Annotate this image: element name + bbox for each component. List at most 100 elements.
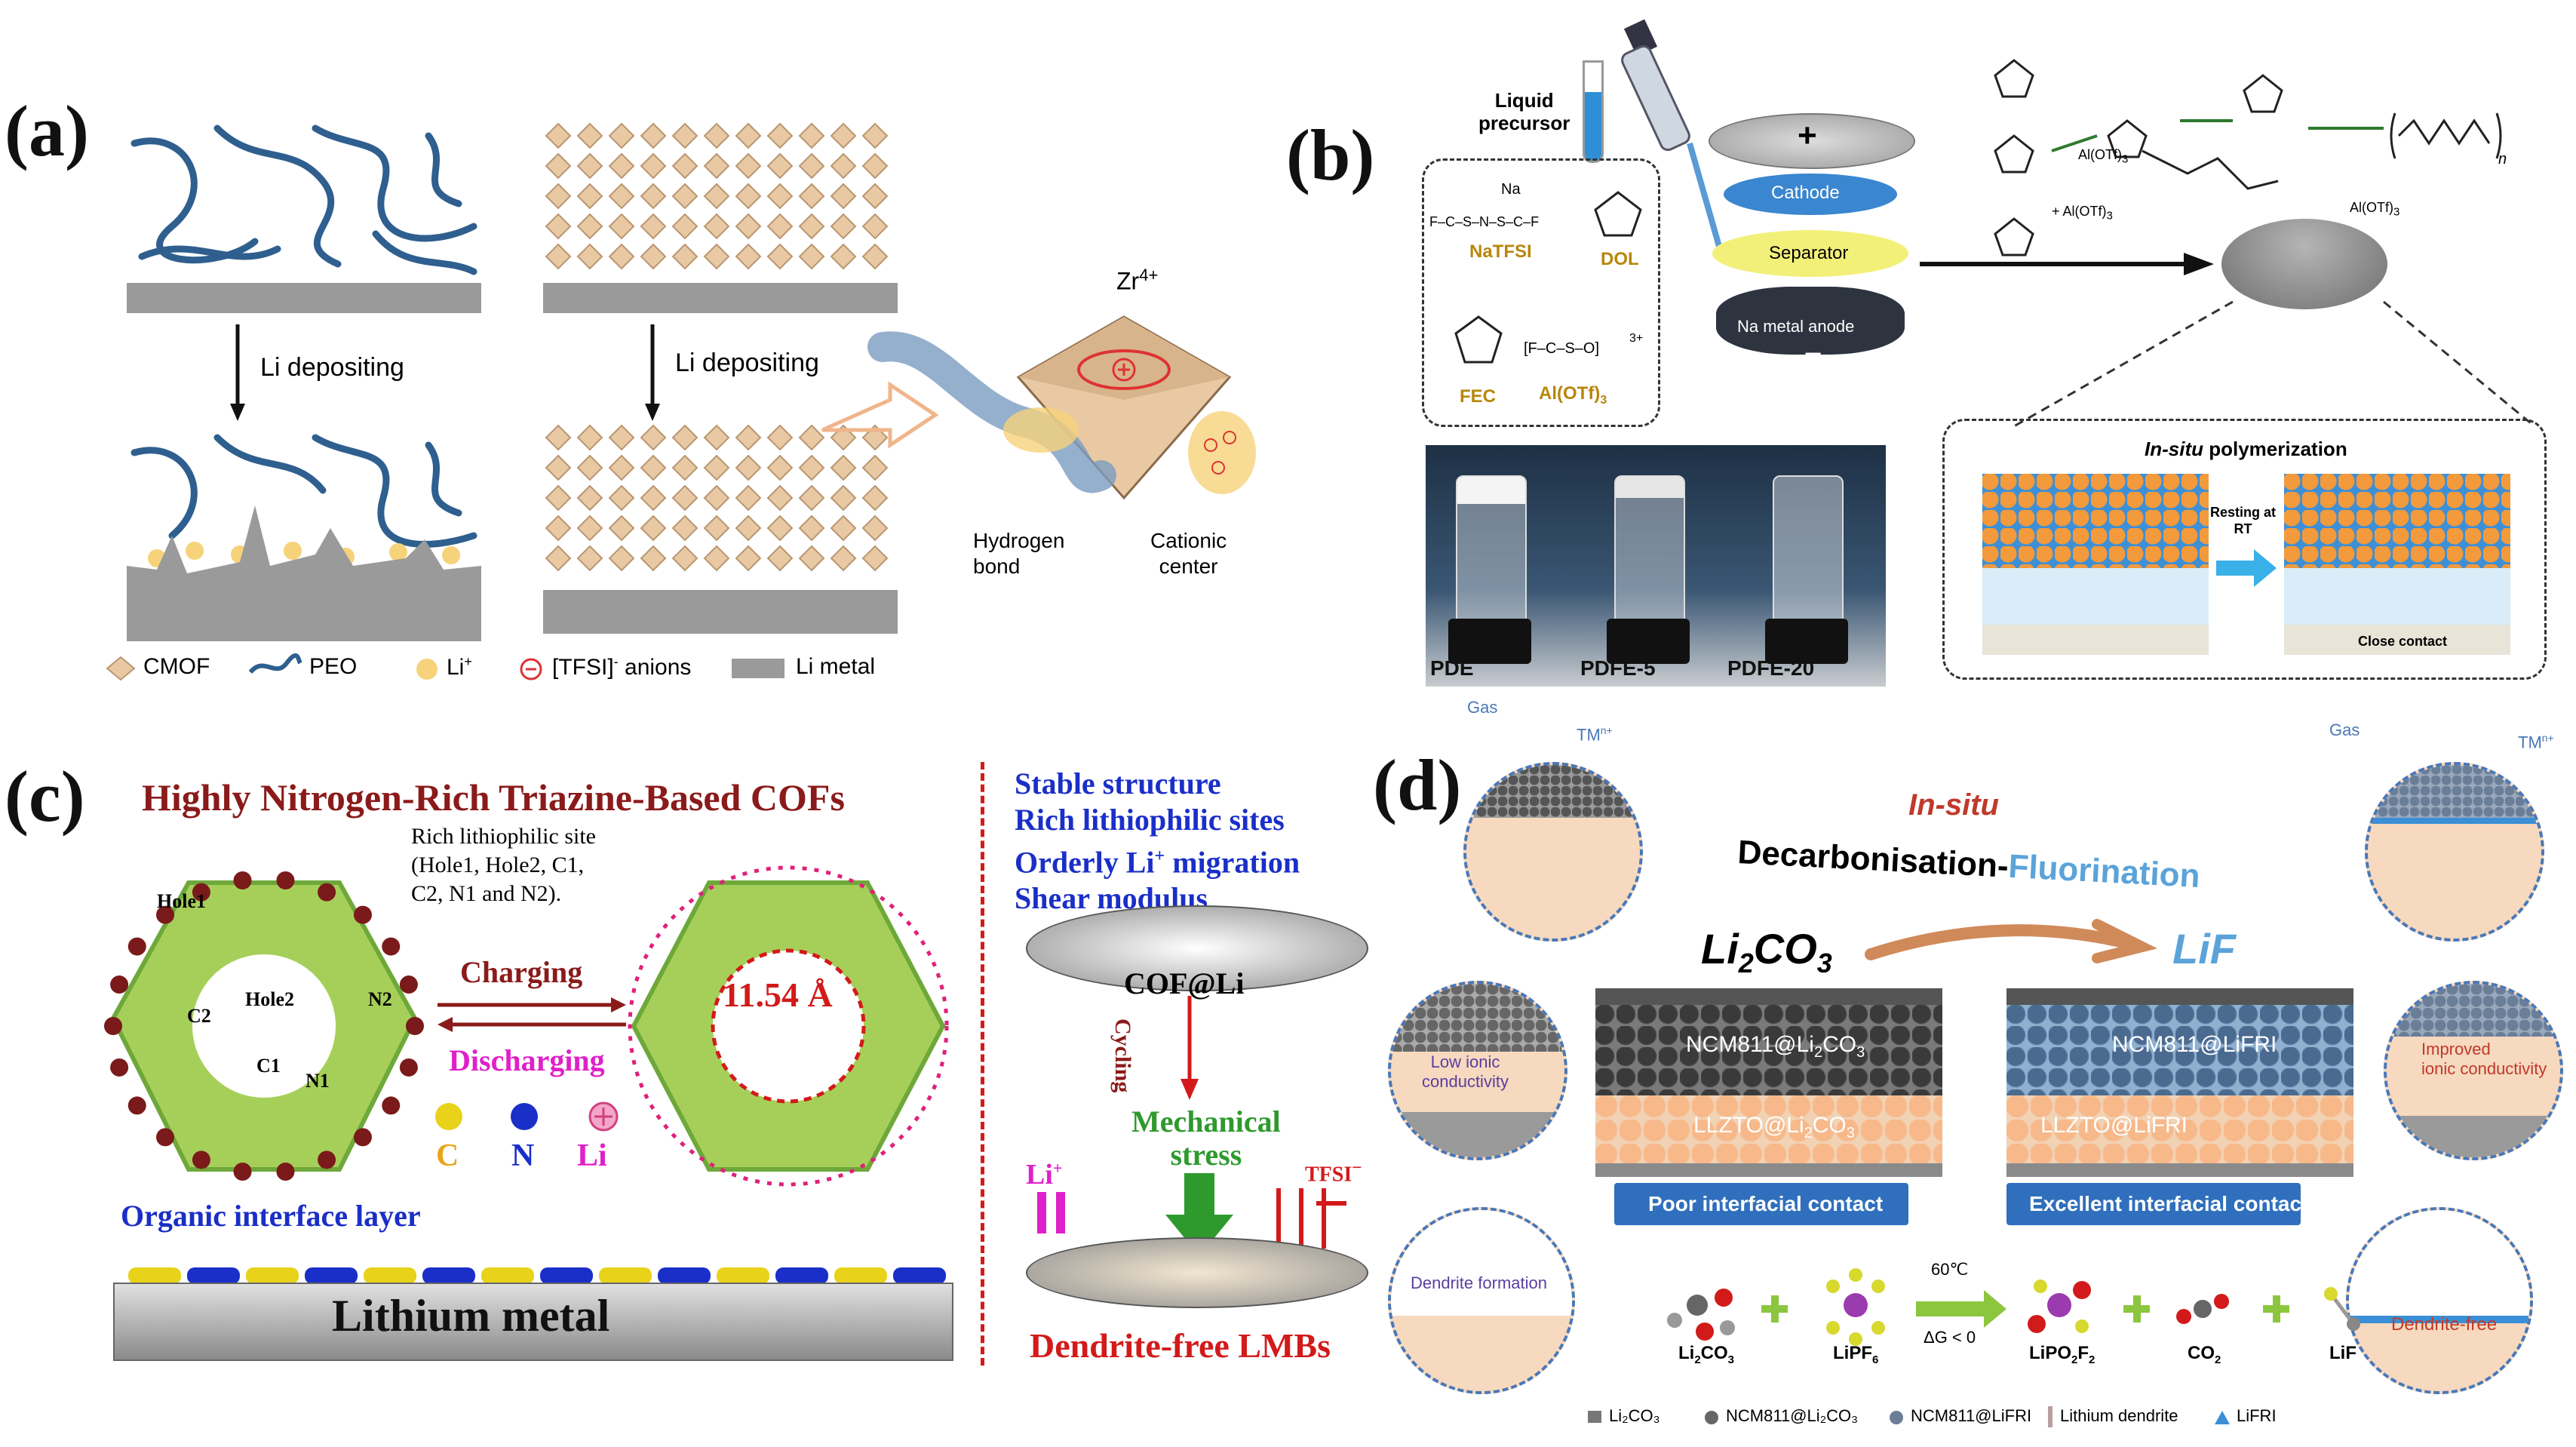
dendrite-free-label-d: Dendrite-free <box>2391 1314 2498 1335</box>
cmof-unit <box>830 122 857 149</box>
cmof-unit <box>671 454 698 481</box>
li-depositing-label-2: Li depositing <box>675 349 819 377</box>
interface-molecule <box>128 1267 181 1284</box>
cmof-unit <box>861 515 889 542</box>
anion-dot <box>192 883 210 902</box>
cmof-unit <box>640 122 667 149</box>
cmof-unit <box>735 213 762 240</box>
anode-minus: − <box>1804 338 1822 371</box>
cmof-unit <box>640 454 667 481</box>
cmof-unit <box>861 545 889 572</box>
organic-interface-label: Organic interface layer <box>121 1199 421 1233</box>
cmof-unit <box>608 545 635 572</box>
legend-ncm-lifri-icon <box>1890 1411 1903 1424</box>
cmof-unit <box>640 152 667 180</box>
conversion-arrow <box>1865 919 2158 963</box>
cmof-unit <box>671 424 698 451</box>
degraded-cathode-surface <box>1466 765 1640 818</box>
cmof-unit <box>735 515 762 542</box>
fec-structure <box>1454 315 1503 364</box>
lithium-metal-slab <box>113 1283 953 1361</box>
cmof-unit <box>545 243 572 270</box>
lithiophilic-sites-text: Rich lithiophilic site(Hole1, Hole2, C1,… <box>411 824 596 906</box>
li-metal-legend-icon <box>732 659 784 678</box>
polymer-electrolyte-disc <box>2221 219 2387 309</box>
dendrite-free-circle-top <box>2349 1210 2530 1316</box>
cathode-particles-before <box>1982 474 2209 568</box>
cmof-unit <box>671 152 698 180</box>
cmof-unit <box>798 484 825 512</box>
interface-molecule <box>305 1267 358 1284</box>
pore-size-label: 11.54 Å <box>723 975 833 1014</box>
product-lipo2f2: LiPO2F2 <box>2029 1343 2095 1366</box>
product-co2: CO2 <box>2188 1343 2221 1366</box>
after-resting-scheme <box>2284 474 2510 655</box>
cmof-unit <box>608 183 635 210</box>
cmof-unit <box>545 545 572 572</box>
legend-dendrite: Lithium dendrite <box>2060 1406 2178 1425</box>
anion-dot <box>318 883 336 902</box>
cmof-unit <box>798 152 825 180</box>
anion-dot <box>233 871 252 889</box>
anion-legend-icon <box>520 658 542 680</box>
anode-before <box>1982 625 2209 655</box>
pipette-icon <box>1621 19 1723 250</box>
cmof-unit <box>830 243 857 270</box>
legend-ncm-li2co3-icon <box>1705 1411 1718 1424</box>
aloft-label: Al(OTf)3 <box>1539 383 1607 407</box>
reaction-structures <box>1994 59 2502 257</box>
anion-dot <box>156 905 175 924</box>
left-cathode-layer <box>1595 1005 1942 1095</box>
vial-label-pdfe20: PDFE-20 <box>1727 656 1815 680</box>
cmof-unit <box>545 515 572 542</box>
svg-text:[F–C–S–O]: [F–C–S–O] <box>1524 340 1599 357</box>
cmof-unit <box>576 213 603 240</box>
cmof-unit <box>798 243 825 270</box>
right-llzto-layer <box>2006 1095 2353 1163</box>
cmof-unit <box>766 243 794 270</box>
insitu-title: In-situ polymerization <box>2145 438 2347 460</box>
decarb-fluor-label: Decarbonisation-Fluorination <box>1736 834 2201 896</box>
cmof-unit <box>798 545 825 572</box>
hole1-label: Hole1 <box>157 890 206 912</box>
cycling-arrow <box>1181 996 1199 1100</box>
aloft-structure: [F–C–S–O] <box>1524 340 1599 357</box>
dendrite-free-lmbs-label: Dendrite-free LMBs <box>1030 1326 1331 1365</box>
cmof-unit <box>671 122 698 149</box>
zr-octahedron <box>1016 315 1232 500</box>
interface-molecule <box>481 1267 534 1284</box>
poor-contact-label: Poor interfacial contact <box>1648 1192 1884 1215</box>
natfsi-structure: F–C–S–N–S–C–F <box>1429 214 1539 229</box>
cmof-unit <box>671 183 698 210</box>
cof-structure-left <box>104 871 424 1181</box>
reaction-n: n <box>2498 151 2507 167</box>
anion-dot <box>276 1163 295 1181</box>
anion-dot <box>104 1017 122 1035</box>
cmof-unit <box>576 243 603 270</box>
process-arrow <box>1920 253 2214 275</box>
cmof-unit <box>830 545 857 572</box>
li-ion-legend-icon <box>416 659 438 680</box>
cmof-unit <box>861 243 889 270</box>
cmof-unit <box>861 484 889 512</box>
cmof-unit <box>576 545 603 572</box>
chem-na: Na <box>1501 181 1521 198</box>
cmof-unit <box>798 515 825 542</box>
protected-cathode-circle <box>2365 762 2544 942</box>
cmof-unit <box>830 515 857 542</box>
cmof-unit <box>703 243 730 270</box>
cmof-unit <box>545 484 572 512</box>
atom-legend-li <box>588 1101 619 1132</box>
cmof-unit <box>545 122 572 149</box>
cmof-unit <box>703 484 730 512</box>
cap-plus: + <box>1798 117 1817 154</box>
cof-li-disc <box>1026 905 1368 991</box>
before-resting-scheme <box>1982 474 2209 655</box>
interface-molecule <box>246 1267 299 1284</box>
cmof-unit <box>766 183 794 210</box>
lithium-metal-label: Lithium metal <box>332 1291 610 1341</box>
